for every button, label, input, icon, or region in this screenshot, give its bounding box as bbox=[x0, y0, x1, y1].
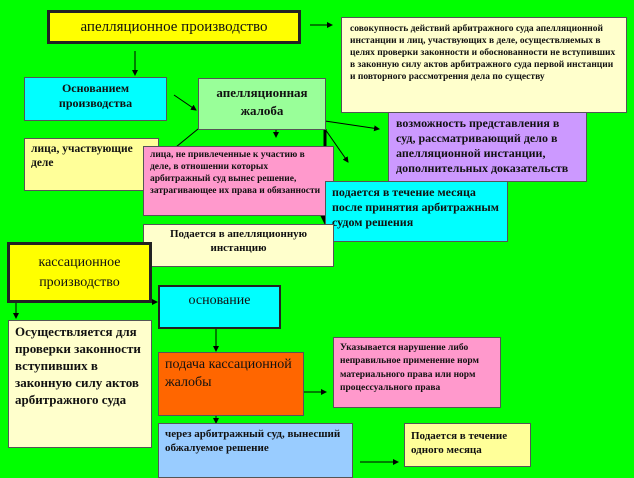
appeal-term: подается в течение месяца после принятия… bbox=[325, 181, 508, 242]
cassation-purpose: Осуществляется для проверки законности в… bbox=[8, 320, 152, 448]
appeal-definition: совокупность действий арбитражного суда … bbox=[341, 17, 627, 113]
cassation-title: кассационное производство bbox=[7, 242, 152, 303]
appeal-complaint: апелляционная жалоба bbox=[198, 78, 326, 130]
appeal-parties: лица, участвующие деле bbox=[24, 138, 159, 191]
appeal-title: апелляционное производство bbox=[47, 10, 301, 44]
appeal-evidence: возможность представления в суд, рассмат… bbox=[388, 112, 587, 182]
appeal-grounds: Основанием производства bbox=[24, 77, 167, 121]
cassation-ground: основание bbox=[158, 285, 281, 329]
cassation-term: Подается в течение одного месяца bbox=[404, 423, 531, 467]
cassation-filing: подача кассационной жалобы bbox=[158, 352, 304, 416]
appeal-non-parties: лица, не привлеченные к участию в деле, … bbox=[143, 146, 334, 216]
cassation-via: через арбитражный суд, вынесший обжалуем… bbox=[158, 423, 353, 478]
appeal-filed-to: Подается в апелляционную инстанцию bbox=[143, 224, 334, 267]
cassation-violation: Указывается нарушение либо неправильное … bbox=[333, 337, 501, 408]
